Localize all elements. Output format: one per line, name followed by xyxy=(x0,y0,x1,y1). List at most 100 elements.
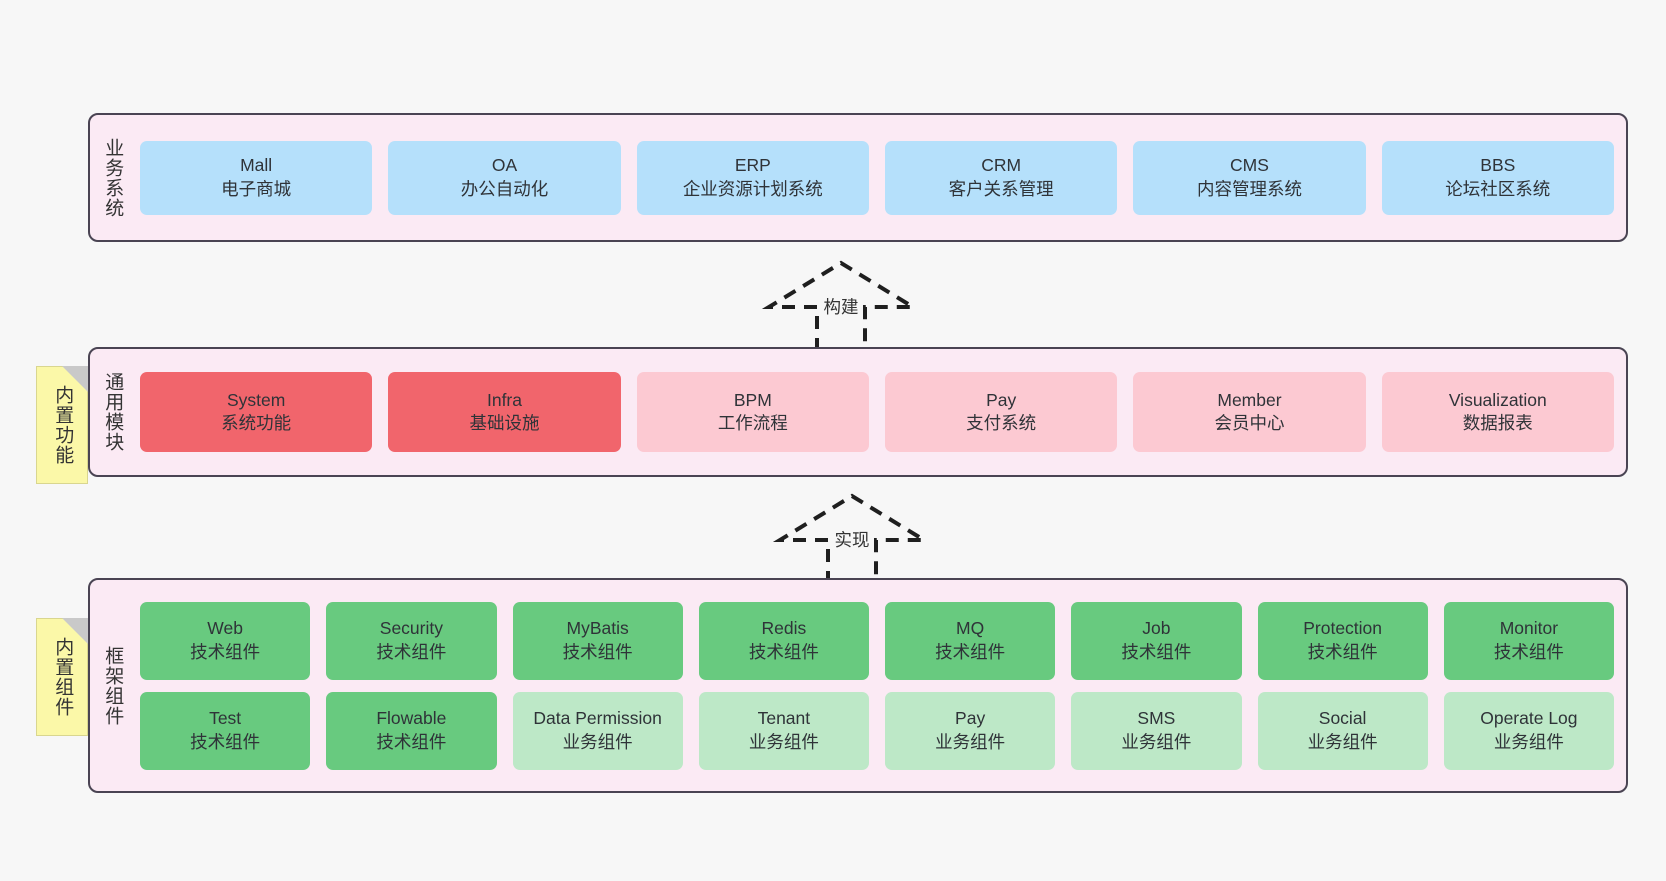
card-title: Social xyxy=(1318,708,1367,729)
card-title: Flowable xyxy=(376,708,447,729)
layer-body-framework-components: Web 技术组件 Security 技术组件 MyBatis 技术组件 Redi… xyxy=(134,580,1626,791)
card-title: Infra xyxy=(486,389,522,410)
layer-common-modules: 通用模块 System 系统功能 Infra 基础设施 BPM 工作流程 Pay… xyxy=(88,347,1628,477)
card-pay-biz[interactable]: Pay 业务组件 xyxy=(885,691,1056,770)
card-mq[interactable]: MQ 技术组件 xyxy=(885,601,1056,680)
card-title: Data Permission xyxy=(533,708,662,729)
card-security[interactable]: Security 技术组件 xyxy=(326,601,497,680)
layer-business-systems: 业务系统 Mall 电子商城 OA 办公自动化 ERP 企业资源计划系统 CRM… xyxy=(88,113,1628,242)
arrow-realize: 实现 xyxy=(772,492,932,584)
card-title: Monitor xyxy=(1499,618,1559,639)
card-web[interactable]: Web 技术组件 xyxy=(140,601,311,680)
card-sms[interactable]: SMS 业务组件 xyxy=(1071,691,1242,770)
card-pay[interactable]: Pay 支付系统 xyxy=(884,372,1118,452)
card-mall[interactable]: Mall 电子商城 xyxy=(140,140,373,215)
card-title: Web xyxy=(207,618,243,639)
card-subtitle: 客户关系管理 xyxy=(948,178,1054,199)
card-mybatis[interactable]: MyBatis 技术组件 xyxy=(512,601,683,680)
card-subtitle: 技术组件 xyxy=(1121,641,1192,662)
card-subtitle: 工作流程 xyxy=(717,413,788,433)
card-subtitle: 技术组件 xyxy=(376,731,447,752)
card-subtitle: 办公自动化 xyxy=(460,178,549,199)
layer-title-common-modules: 通用模块 xyxy=(102,372,124,452)
card-subtitle: 基础设施 xyxy=(469,413,540,433)
note-builtin-function: 内置功能 xyxy=(36,366,88,484)
card-row: Test 技术组件 Flowable 技术组件 Data Permission … xyxy=(140,691,1614,770)
card-subtitle: 业务组件 xyxy=(935,731,1006,752)
arrow-build: 构建 xyxy=(761,259,921,351)
card-subtitle: 技术组件 xyxy=(1307,641,1378,662)
card-title: Visualization xyxy=(1448,389,1547,410)
card-visualization[interactable]: Visualization 数据报表 xyxy=(1381,372,1614,452)
card-row: System 系统功能 Infra 基础设施 BPM 工作流程 Pay 支付系统… xyxy=(140,372,1614,452)
card-test[interactable]: Test 技术组件 xyxy=(140,691,311,770)
card-subtitle: 技术组件 xyxy=(562,641,633,662)
card-subtitle: 系统功能 xyxy=(221,413,292,433)
layer-title-framework-components: 框架组件 xyxy=(102,645,124,726)
card-subtitle: 技术组件 xyxy=(935,641,1006,662)
arrow-realize-shape xyxy=(772,493,932,584)
card-subtitle: 技术组件 xyxy=(748,641,819,662)
card-title: BPM xyxy=(733,389,772,410)
card-title: MQ xyxy=(956,618,985,639)
card-title: CMS xyxy=(1230,155,1269,176)
layer-body-business-systems: Mall 电子商城 OA 办公自动化 ERP 企业资源计划系统 CRM 客户关系… xyxy=(134,115,1626,240)
card-oa[interactable]: OA 办公自动化 xyxy=(388,140,621,215)
card-title: BBS xyxy=(1480,155,1516,176)
card-tenant[interactable]: Tenant 业务组件 xyxy=(698,691,869,770)
card-job[interactable]: Job 技术组件 xyxy=(1071,601,1242,680)
card-subtitle: 内容管理系统 xyxy=(1196,178,1302,199)
card-subtitle: 业务组件 xyxy=(562,731,633,752)
card-title: ERP xyxy=(734,155,771,176)
card-title: OA xyxy=(491,155,518,176)
card-title: Mall xyxy=(240,155,273,176)
card-subtitle: 技术组件 xyxy=(1493,641,1564,662)
arrow-build-label: 构建 xyxy=(819,297,863,318)
card-title: Member xyxy=(1217,389,1282,410)
card-title: Pay xyxy=(955,708,986,729)
card-flowable[interactable]: Flowable 技术组件 xyxy=(326,691,497,770)
card-title: Test xyxy=(209,708,242,729)
card-operate-log[interactable]: Operate Log 业务组件 xyxy=(1443,691,1614,770)
card-subtitle: 业务组件 xyxy=(748,731,819,752)
card-title: Security xyxy=(379,618,443,639)
card-subtitle: 技术组件 xyxy=(190,641,261,662)
layer-framework-components: 框架组件 Web 技术组件 Security 技术组件 MyBatis 技术组件… xyxy=(88,578,1628,793)
card-title: SMS xyxy=(1137,708,1176,729)
card-member[interactable]: Member 会员中心 xyxy=(1133,372,1366,452)
card-social[interactable]: Social 业务组件 xyxy=(1257,691,1428,770)
card-monitor[interactable]: Monitor 技术组件 xyxy=(1443,601,1614,680)
card-subtitle: 企业资源计划系统 xyxy=(682,178,823,199)
card-system[interactable]: System 系统功能 xyxy=(140,372,373,452)
card-data-permission[interactable]: Data Permission 业务组件 xyxy=(512,691,683,770)
card-title: Tenant xyxy=(757,708,811,729)
card-subtitle: 业务组件 xyxy=(1493,731,1564,752)
card-title: CRM xyxy=(981,155,1022,176)
card-subtitle: 会员中心 xyxy=(1214,413,1285,433)
card-bbs[interactable]: BBS 论坛社区系统 xyxy=(1381,140,1614,215)
card-title: Operate Log xyxy=(1480,708,1578,729)
card-subtitle: 业务组件 xyxy=(1307,731,1378,752)
card-infra[interactable]: Infra 基础设施 xyxy=(388,372,621,452)
card-subtitle: 论坛社区系统 xyxy=(1445,178,1551,199)
card-cms[interactable]: CMS 内容管理系统 xyxy=(1133,140,1366,215)
card-protection[interactable]: Protection 技术组件 xyxy=(1257,601,1428,680)
card-subtitle: 数据报表 xyxy=(1462,413,1533,433)
layer-title-business-systems: 业务系统 xyxy=(102,137,124,218)
arrow-realize-label: 实现 xyxy=(830,530,874,551)
card-subtitle: 技术组件 xyxy=(376,641,447,662)
card-row: Web 技术组件 Security 技术组件 MyBatis 技术组件 Redi… xyxy=(140,601,1614,680)
card-subtitle: 业务组件 xyxy=(1121,731,1192,752)
card-title: System xyxy=(226,389,286,410)
card-redis[interactable]: Redis 技术组件 xyxy=(698,601,869,680)
card-bpm[interactable]: BPM 工作流程 xyxy=(636,372,869,452)
card-subtitle: 电子商城 xyxy=(221,178,292,199)
card-subtitle: 技术组件 xyxy=(190,731,261,752)
card-title: Pay xyxy=(986,389,1017,410)
card-erp[interactable]: ERP 企业资源计划系统 xyxy=(636,140,869,215)
arrow-build-shape xyxy=(761,260,921,351)
card-row: Mall 电子商城 OA 办公自动化 ERP 企业资源计划系统 CRM 客户关系… xyxy=(140,140,1614,215)
card-crm[interactable]: CRM 客户关系管理 xyxy=(884,140,1118,215)
card-title: Redis xyxy=(761,618,807,639)
